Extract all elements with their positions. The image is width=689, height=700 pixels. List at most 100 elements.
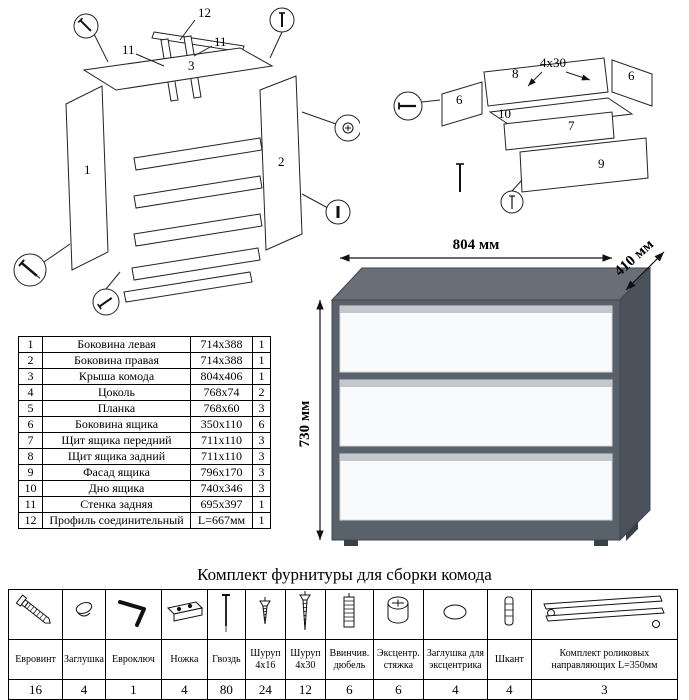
part-number: 11	[18, 496, 43, 513]
part-name: Фасад ящика	[42, 464, 191, 481]
part-name: Крыша комода	[42, 368, 191, 385]
part-label-6: 6	[628, 68, 635, 83]
cam-lock-icon	[387, 596, 409, 624]
nail-icon	[222, 594, 231, 632]
part-label-2: 2	[278, 154, 285, 169]
part-number: 8	[18, 448, 43, 465]
part-qty: 3	[252, 448, 271, 465]
hardware-qty: 12	[284, 679, 326, 700]
hardware-label: Гвоздь	[206, 639, 246, 680]
part-qty: 2	[252, 384, 271, 401]
part-number: 3	[18, 368, 43, 385]
part-size: 768x60	[190, 400, 253, 417]
part-qty: 6	[252, 416, 271, 433]
threaded-dowel-icon	[343, 593, 355, 628]
part-number-labels: 8 6 6 10 7 9 4x30	[456, 55, 635, 171]
part-number: 7	[18, 432, 43, 449]
hardware-label: Шкант	[486, 639, 532, 680]
hardware-qty: 4	[486, 679, 532, 700]
hardware-qty: 6	[372, 679, 424, 700]
part-name: Боковина ящика	[42, 416, 191, 433]
hex-key-icon	[118, 600, 147, 627]
hardware-label: Заглушка для эксцентрика	[422, 639, 488, 680]
part-label-12: 12	[198, 5, 211, 20]
part-label-10: 10	[498, 106, 511, 121]
part-qty: 1	[252, 496, 271, 513]
hardware-label: Шуруп 4x16	[244, 639, 286, 680]
part-size: 711x110	[190, 448, 253, 465]
part-name: Стенка задняя	[42, 496, 191, 513]
part-number: 10	[18, 480, 43, 497]
part-number: 9	[18, 464, 43, 481]
hardware-label: Заглушка	[62, 639, 106, 680]
cam-cap-icon	[443, 604, 467, 620]
part-label-6: 6	[456, 92, 463, 107]
part-size: 695x397	[190, 496, 253, 513]
part-name: Боковина левая	[42, 336, 191, 353]
screw-4x16-icon	[259, 597, 272, 625]
part-number-labels: 12 11 11 3 1 2	[84, 5, 285, 177]
screw-4x30-icon	[299, 591, 312, 631]
part-qty: 3	[252, 480, 271, 497]
drawer-slides-icon	[543, 595, 666, 628]
part-size: 714x388	[190, 336, 253, 353]
width-dimension-label: 804 мм	[453, 237, 500, 253]
dresser-top	[330, 267, 652, 301]
part-size: 740x346	[190, 480, 253, 497]
part-qty: 1	[252, 368, 271, 385]
confirmat-screw-glyph	[18, 12, 354, 310]
cabinet-exploded-diagram: 12 11 11 3 1 2	[13, 5, 360, 316]
part-label-7: 7	[568, 118, 575, 133]
part-name: Планка	[42, 400, 191, 417]
drawer-exploded-diagram: 8 6 6 10 7 9 4x30	[393, 55, 653, 214]
drawer-fronts	[339, 305, 613, 521]
part-name: Дно ящика	[42, 480, 191, 497]
hardware-qty-row: 16 4 1 4 80 24 12 6 6 4 4 3	[8, 679, 678, 700]
part-label-8: 8	[512, 66, 519, 81]
dresser-foot	[626, 522, 638, 541]
part-qty: 3	[252, 400, 271, 417]
part-size: 714x388	[190, 352, 253, 369]
hardware-label: Евроключ	[104, 639, 162, 680]
part-name: Щит ящика задний	[42, 448, 191, 465]
part-label-3: 3	[188, 58, 195, 73]
hardware-qty: 24	[244, 679, 286, 700]
part-qty: 1	[252, 512, 271, 529]
hardware-label: Шуруп 4x30	[284, 639, 326, 680]
part-label-11: 11	[122, 42, 135, 57]
part-size: 796x170	[190, 464, 253, 481]
part-qty: 1	[252, 336, 271, 353]
part-name: Цоколь	[42, 384, 191, 401]
part-number: 5	[18, 400, 43, 417]
hardware-table: Евровинт Заглушка Евроключ Ножка Гвоздь …	[8, 589, 678, 700]
hardware-qty: 6	[324, 679, 374, 700]
hardware-labels-row: Евровинт Заглушка Евроключ Ножка Гвоздь …	[8, 639, 678, 680]
depth-dimension-arrow	[625, 251, 665, 291]
dresser-foot	[594, 540, 608, 546]
part-number: 1	[18, 336, 43, 353]
hardware-kit-title: Комплект фурнитуры для сборки комода	[197, 565, 492, 584]
hardware-label: Комплект роликовых направляющих L=350мм	[530, 639, 678, 680]
part-name: Щит ящика передний	[42, 432, 191, 449]
part-label-9: 9	[598, 156, 605, 171]
part-size: 768x74	[190, 384, 253, 401]
hardware-qty: 16	[8, 679, 63, 700]
hardware-label: Ножка	[160, 639, 208, 680]
hardware-icons-row	[8, 589, 678, 640]
hardware-qty: 80	[206, 679, 246, 700]
part-name: Боковина правая	[42, 352, 191, 369]
dresser-foot	[344, 540, 358, 546]
hardware-qty: 4	[160, 679, 208, 700]
part-size: L=667мм	[190, 512, 253, 529]
foot-icon	[167, 601, 204, 622]
